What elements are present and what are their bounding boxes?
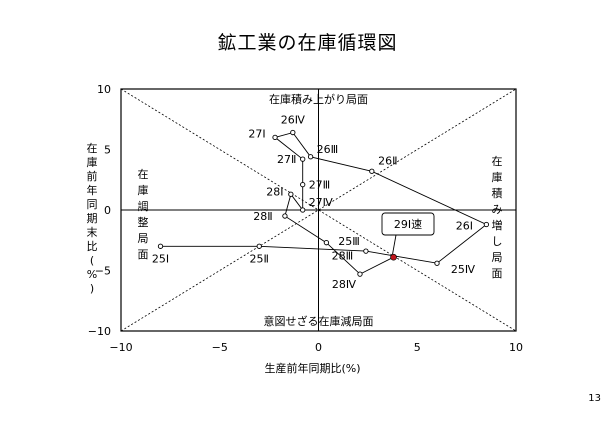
data-point-label: 27Ⅳ [309, 196, 334, 209]
data-point [363, 248, 369, 254]
y-tick-label: 0 [104, 204, 111, 217]
x-tick-label: 5 [414, 341, 421, 354]
data-point [300, 181, 306, 188]
data-point-label: 27Ⅲ [309, 179, 331, 192]
data-point [256, 243, 262, 249]
data-point [290, 129, 296, 136]
data-point-label: 26Ⅰ [456, 220, 473, 233]
diagonal-descending [120, 88, 517, 332]
quadrant-label-left: 在庫調整局面 [138, 168, 149, 261]
series-line [160, 132, 488, 275]
data-point [288, 191, 294, 197]
diagonal-ascending [120, 88, 517, 332]
y-tick-label: −10 [88, 325, 111, 338]
preliminary-label: 29Ⅰ速 [394, 218, 422, 231]
data-point [369, 168, 375, 174]
data-point-label: 28Ⅰ [266, 185, 283, 198]
data-point [307, 154, 314, 160]
data-point [483, 221, 490, 228]
data-point [434, 260, 440, 266]
preliminary-callout [381, 212, 435, 236]
data-point-label: 27Ⅰ [248, 127, 265, 140]
data-point-label: 25Ⅱ [250, 252, 269, 265]
y-tick-label: 10 [97, 83, 111, 96]
data-point-label: 28Ⅱ [253, 210, 272, 223]
y-tick-label: −5 [95, 265, 111, 278]
data-point-label: 25Ⅲ [338, 235, 360, 248]
x-axis-title: 生産前年同期比(%) [264, 361, 360, 375]
x-tick-label: 10 [509, 341, 523, 354]
x-tick-label: 0 [315, 341, 322, 354]
data-point-label: 26Ⅱ [378, 154, 397, 167]
quadrant-label-top: 在庫積み上がり局面 [269, 92, 368, 106]
data-point [357, 271, 363, 277]
x-tick-label: −10 [109, 341, 132, 354]
x-tick-label: −5 [212, 341, 228, 354]
data-point [323, 240, 330, 246]
data-point-label: 26Ⅲ [317, 143, 339, 156]
y-axis-title: 在庫前年同期末比(%) [87, 142, 98, 295]
data-point [272, 134, 278, 141]
page-number: 13 [588, 393, 601, 404]
preliminary-point [390, 253, 397, 261]
y-tick-label: 5 [104, 144, 111, 157]
quadrant-label-right: 在庫積み増し局面 [492, 155, 503, 280]
preliminary-line [359, 256, 394, 275]
data-point-label: 25Ⅰ [152, 252, 169, 265]
data-point [282, 213, 288, 219]
data-point-label: 28Ⅲ [332, 250, 354, 263]
data-point-label: 27Ⅱ [277, 153, 296, 166]
quadrant-label-bottom: 意図せざる在庫減局面 [264, 314, 374, 328]
data-point [157, 243, 164, 249]
data-point [300, 156, 306, 162]
page-title: 鉱工業の在庫循環図 [217, 32, 398, 54]
data-point-label: 28Ⅳ [332, 278, 357, 291]
data-point-label: 25Ⅳ [451, 263, 476, 276]
preliminary-callout-pointer [392, 234, 397, 255]
data-point [300, 207, 306, 213]
data-point-label: 26Ⅳ [281, 114, 306, 127]
